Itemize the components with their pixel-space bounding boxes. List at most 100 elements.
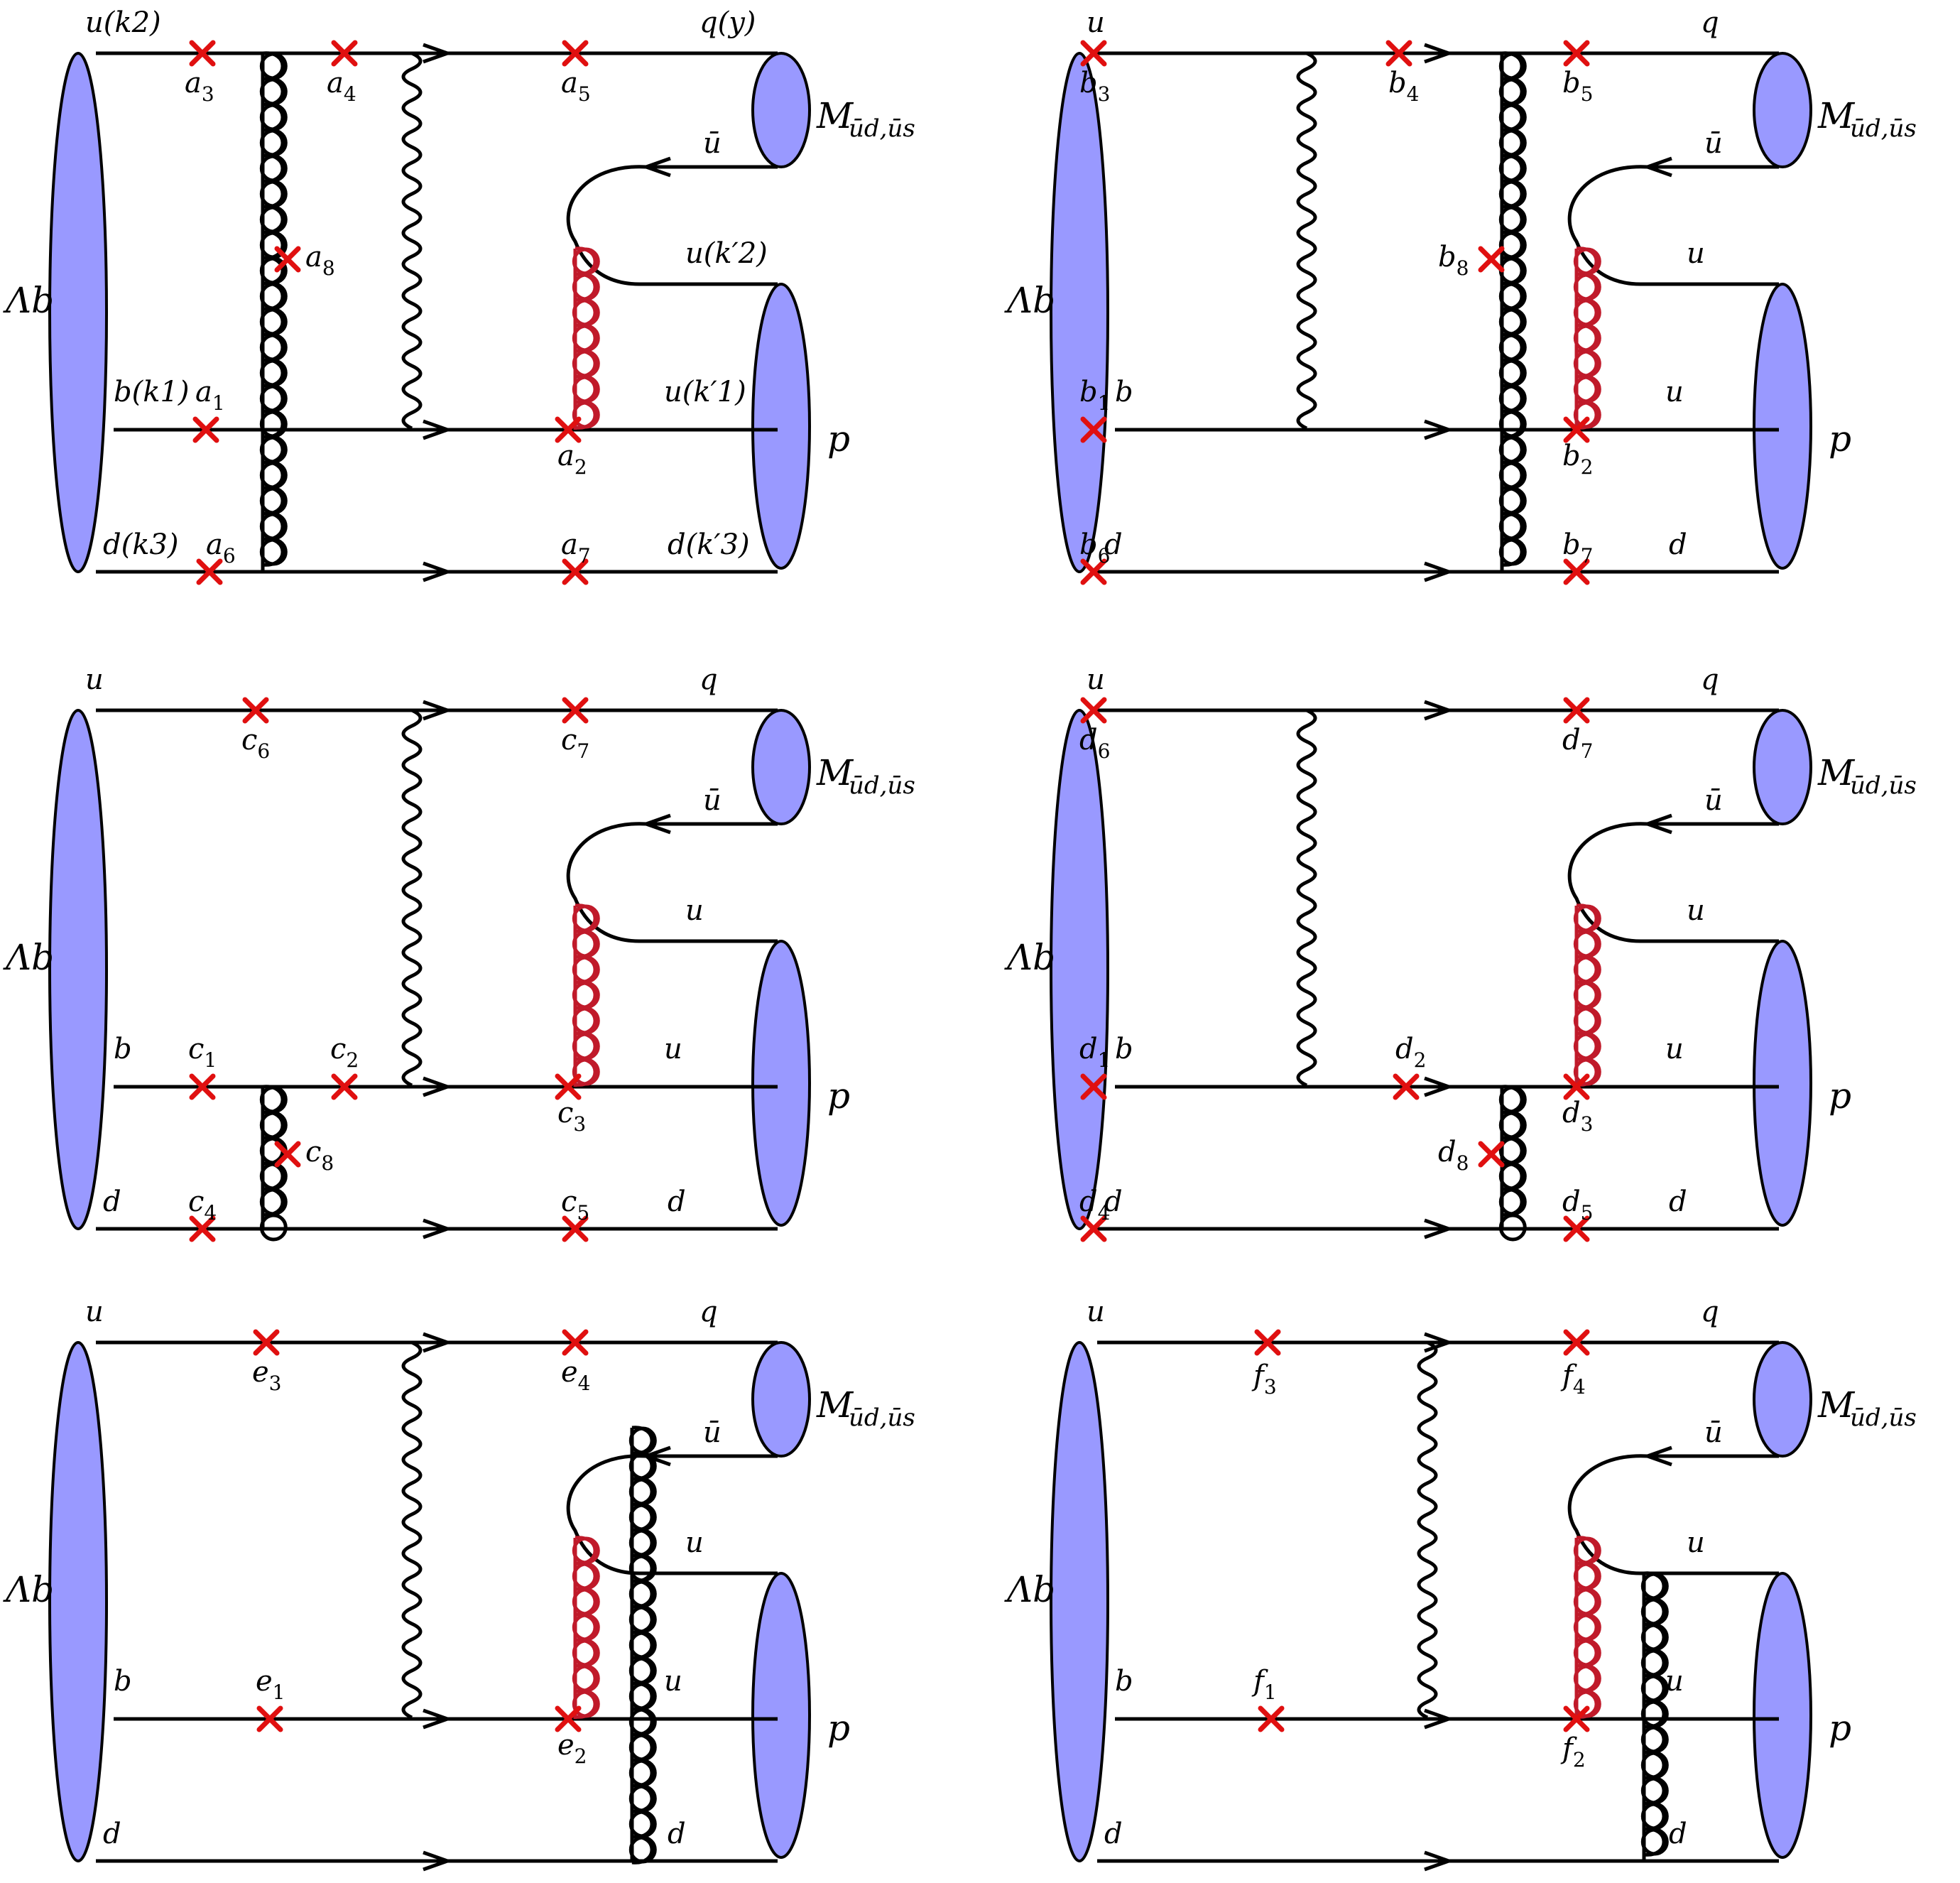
u-top-label: u	[1687, 237, 1705, 270]
label-main: a	[206, 528, 223, 561]
insertion-cross-icon	[274, 246, 301, 273]
lambda-b-blob	[48, 709, 108, 1230]
insertion-label-b2: b2	[1562, 440, 1593, 479]
insertion-label-f1: f1	[1251, 1665, 1277, 1704]
proton-blob	[751, 1572, 811, 1859]
insertion-cross-icon	[331, 40, 358, 67]
photon-line	[401, 51, 423, 430]
insertion-label-a1: a1	[195, 376, 225, 415]
label-subscript: 7	[578, 544, 591, 568]
insertion-cross-icon	[1563, 416, 1590, 443]
insertion-label-c6: c6	[241, 724, 270, 763]
insertion-label-d4: d4	[1079, 1185, 1110, 1225]
label-subscript: 8	[321, 1151, 334, 1175]
b-arrow-icon	[1424, 1708, 1451, 1730]
q-out-label: q	[1701, 1296, 1719, 1328]
label-subscript: 7	[1581, 544, 1594, 568]
label-main: b	[1562, 528, 1581, 561]
insertion-label-c1: c1	[188, 1033, 217, 1072]
label-subscript: 4	[578, 1372, 591, 1395]
proton-label: p	[827, 418, 850, 460]
insertion-label-d3: d3	[1562, 1097, 1593, 1136]
u-in-label: u	[85, 1296, 104, 1328]
label-main: a	[305, 241, 322, 273]
insertion-cross-icon	[253, 1329, 280, 1356]
d-in-label: d(k3)	[103, 528, 179, 561]
d-arrow-icon	[423, 1850, 450, 1872]
b-in-label: b	[1115, 376, 1133, 408]
d-arrow-icon	[423, 1218, 450, 1239]
insertion-cross-icon	[1385, 40, 1412, 67]
label-main: a	[327, 67, 344, 99]
label-subscript: 2	[1414, 1048, 1427, 1072]
insertion-label-d5: d5	[1562, 1185, 1593, 1225]
insertion-cross-icon	[1080, 40, 1107, 67]
gluon-red-line	[575, 903, 597, 1087]
insertion-cross-icon	[1563, 40, 1590, 67]
label-subscript: 1	[1098, 1048, 1111, 1072]
insertion-cross-icon	[1563, 558, 1590, 585]
label-subscript: 1	[204, 1048, 217, 1072]
q-out-label: q(y)	[699, 6, 756, 39]
photon-line	[1296, 51, 1317, 430]
ubar-label: ū	[1704, 1416, 1723, 1449]
u-arrow-icon	[1424, 43, 1451, 64]
u-mid-label: u	[664, 1665, 682, 1698]
lambda-b-blob	[1050, 52, 1109, 573]
label-main: a	[195, 376, 212, 408]
panel-a: u(k2)b(k1)d(k3)q(y)ūu(k′2)u(k′1)d(k′3)Λb…	[3, 6, 915, 585]
insertion-label-c2: c2	[330, 1033, 359, 1072]
insertion-cross-icon	[555, 1073, 582, 1100]
insertion-cross-icon	[1080, 558, 1107, 585]
gluon-line	[1501, 51, 1524, 567]
insertion-label-d7: d7	[1562, 724, 1593, 763]
label-subscript: 6	[1098, 739, 1111, 763]
insertion-cross-icon	[562, 40, 589, 67]
label-main: d	[1562, 724, 1581, 756]
lambda-b-blob	[1050, 709, 1109, 1230]
insertion-label-a5: a5	[561, 67, 591, 106]
insertion-label-c8: c8	[305, 1136, 334, 1175]
ubar-label: ū	[703, 1416, 722, 1449]
u-top-label: u	[685, 894, 704, 927]
proton-blob	[751, 283, 811, 570]
b-arrow-icon	[423, 1076, 450, 1097]
meson-label: M	[816, 95, 854, 136]
d-in-label: d	[1104, 1185, 1123, 1218]
u-top-label: u	[1687, 894, 1705, 927]
label-main: a	[557, 440, 575, 472]
insertion-label-a6: a6	[206, 528, 236, 568]
label-subscript: 4	[1573, 1375, 1586, 1399]
label-main: d	[1079, 1033, 1098, 1065]
label-subscript: 2	[575, 1744, 587, 1768]
gluon-line	[631, 1426, 654, 1865]
label-subscript: 8	[1457, 1151, 1469, 1175]
insertion-cross-icon	[1563, 1329, 1590, 1356]
insertion-cross-icon	[1478, 246, 1505, 273]
insertion-cross-icon	[562, 1215, 589, 1242]
insertion-cross-icon	[1563, 1705, 1590, 1732]
label-subscript: 7	[1581, 739, 1594, 763]
d-arrow-icon	[1424, 1218, 1451, 1239]
meson-label: M	[816, 1384, 854, 1426]
u-arrow-icon	[423, 1332, 450, 1353]
insertion-cross-icon	[1258, 1705, 1285, 1732]
q-out-label: q	[699, 1296, 718, 1328]
label-subscript: 5	[1581, 1201, 1594, 1225]
quark-pair-curve	[1567, 822, 1648, 943]
label-subscript: 1	[1264, 1681, 1277, 1704]
lambda-b-blob	[1050, 1341, 1109, 1862]
insertion-label-f4: f4	[1560, 1360, 1586, 1399]
meson-subscript-label: ūd,ūs	[849, 1404, 915, 1432]
label-main: a	[561, 528, 578, 561]
q-out-label: q	[1701, 6, 1719, 39]
u-in-label: u	[85, 663, 104, 696]
insertion-cross-icon	[242, 697, 269, 724]
insertion-label-f3: f3	[1251, 1360, 1277, 1399]
insertion-label-e1: e1	[256, 1665, 285, 1704]
label-main: a	[561, 67, 578, 99]
b-in-label: b	[1115, 1665, 1133, 1698]
insertion-cross-icon	[1563, 1215, 1590, 1242]
